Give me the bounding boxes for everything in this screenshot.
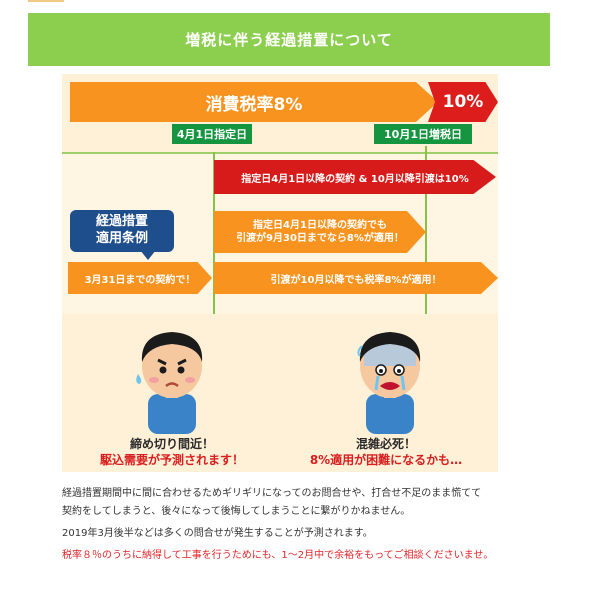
rule-delivery-line-2: 引渡が9月30日までなら8%が適用！ [236,233,404,244]
tax-8-label: 消費税率8% [205,94,303,115]
right-caption-line-1: 混雑必死！ [355,437,416,451]
right-caption-line-2: 8%適用が困難になるかも… [309,453,463,468]
rule-after-oct-label: 引渡が10月以降でも税率8%が適用！ [270,274,442,286]
increase-date-badge: 10月1日増税日 [374,124,472,144]
tax-10-arrow: 10% [428,82,498,122]
tax-10-label: 10% [442,92,484,112]
body-paragraph-1: 経過措置期間中に間に合わせるためギリギリになってのお問合せや、打合せ不足のまま慌… [62,485,582,520]
left-caption-line-2: 駆込需要が予測されます！ [99,453,244,468]
worried-boy-icon [136,332,203,434]
rule-delivery-arrow: 指定日4月1日以降の契約でも 引渡が9月30日までなら8%が適用！ [214,211,426,253]
increase-date-line [425,146,427,314]
body-paragraph-2: 2019年3月後半などは多くの問合せが発生することが予測されます。 [62,528,373,539]
page-title: 増税に伴う経過措置について [185,31,393,49]
crying-boy-icon [357,332,421,434]
callout-line-2: 適用条例 [95,231,148,246]
right-caption: 混雑必死！ 8%適用が困難になるかも… [286,436,486,468]
rule-after-oct-arrow: 引渡が10月以降でも税率8%が適用！ [214,262,498,294]
left-caption: 締め切り間近！ 駆込需要が予測されます！ [72,436,272,468]
rule-before-mar31-arrow: 3月31日までの契約で！ [68,262,212,294]
rule-after-designated-label: 指定日4月1日以降の契約 & 10月以降引渡は10% [241,173,469,185]
rule-before-mar31-label: 3月31日までの契約で！ [84,274,196,286]
callout-line-1: 経過措置 [95,214,148,230]
body-paragraph-1-line-1: 経過措置期間中に間に合わせるためギリギリになってのお問合せや、打合せ不足のまま慌… [62,488,482,499]
designated-date-badge: 4月1日指定日 [172,124,252,144]
body-paragraph-1-line-2: 契約をしてしまうと、後々になって後悔してしまうことに繋がりかねません。 [62,505,411,517]
tax-8-arrow: 消費税率8% [70,82,438,122]
transition-callout: 経過措置 適用条例 [70,210,174,252]
designated-date-label: 4月1日指定日 [176,128,248,141]
timeline-divider [62,152,498,154]
left-caption-line-1: 締め切り間近！ [129,437,214,451]
page-title-banner: 増税に伴う経過措置について [28,13,550,66]
top-divider [28,0,64,2]
increase-date-label: 10月1日増税日 [384,128,462,141]
character-panel [62,314,498,472]
rule-after-designated-arrow: 指定日4月1日以降の契約 & 10月以降引渡は10% [214,160,496,194]
callout-tail [140,250,156,260]
rule-delivery-line-1: 指定日4月1日以降の契約でも [253,219,387,231]
body-paragraph-3: 税率８％のうちに納得して工事を行うためにも、1～2月中で余裕をもってご相談くださ… [62,550,494,561]
tax-infographic: 消費税率8% 10% 4月1日指定日 10月1日増税日 指定日4月1日以降の契約… [62,74,498,472]
